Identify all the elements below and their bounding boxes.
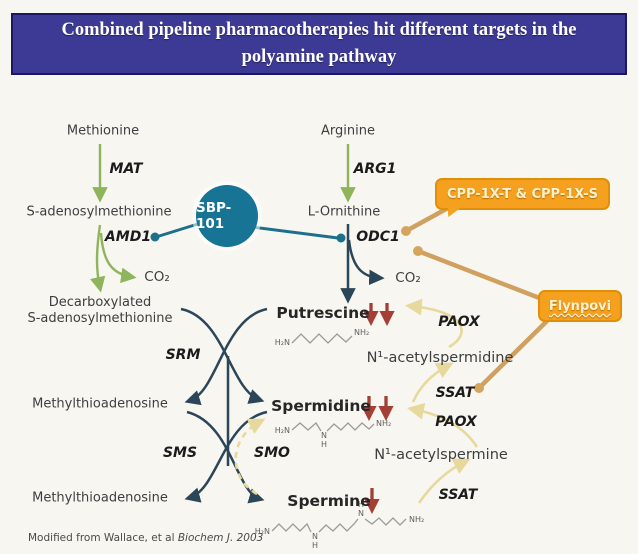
- dot-cpp-odc1: [401, 226, 411, 236]
- drug-sbp-101-label: SBP-101: [196, 200, 232, 232]
- anabolic-green-arrows: [90, 144, 356, 293]
- metabolite-putrescine: Putrescine: [276, 304, 370, 322]
- spermine-skeleton-mid: [318, 518, 359, 533]
- enzyme-label-paox-mid: PAOX: [435, 414, 477, 430]
- enzyme-label-srm: SRM: [165, 347, 201, 363]
- figure-title: Combined pipeline pharmacotherapies hit …: [61, 20, 577, 67]
- metabolite-arginine: Arginine: [321, 123, 375, 139]
- spermidine-skeleton-left: [291, 422, 322, 432]
- spermine-skeleton-left: [271, 522, 312, 533]
- credit-prefix: Modified from Wallace, et al: [28, 532, 178, 544]
- source-credit: Modified from Wallace, et al Biochem J. …: [28, 532, 263, 544]
- drug-connector-dots: [401, 226, 484, 393]
- title-banner: Combined pipeline pharmacotherapies hit …: [11, 13, 627, 75]
- chem-label: H: [312, 541, 318, 550]
- arrow-acetylspermidine-to-putrescine: [404, 298, 463, 349]
- metabolite-spermidine: Spermidine: [271, 397, 371, 415]
- dot-flynpovi-odc1: [413, 246, 423, 256]
- arrow-dcsam-to-spermine: [186, 410, 265, 504]
- co2-label-left: CO₂: [144, 269, 170, 285]
- enzyme-label-amd1: AMD1: [104, 229, 152, 245]
- enzyme-label-ssat-top: SSAT: [435, 385, 475, 401]
- enzyme-label-odc1: ODC1: [356, 229, 400, 245]
- red-decrease-arrows: [361, 303, 395, 515]
- drug-connectors: [403, 205, 552, 391]
- line-flynpovi-to-odc1: [415, 248, 545, 302]
- arrow-spermine-to-acetylspermine: [417, 458, 471, 504]
- line-sbp101-to-amd1: [155, 221, 202, 239]
- metabolite-l-ornithine: L-Ornithine: [307, 204, 381, 220]
- dot-amd1-target: [150, 232, 160, 242]
- arrow-amd1-to-co2: [99, 232, 137, 284]
- metabolite-spermine: Spermine: [287, 492, 371, 510]
- drug-flynpovi-label: Flynpovi: [548, 298, 612, 314]
- arrow-spermidine-to-acetylspermidine: [411, 362, 454, 403]
- chem-label: NH₂: [354, 328, 369, 337]
- chem-label: NH₂: [376, 419, 391, 428]
- line-cpp-to-odc1: [403, 205, 451, 234]
- drug-cpp-1x: CPP-1X-T & CPP-1X-S: [435, 178, 610, 217]
- co2-label-right: CO₂: [395, 270, 421, 286]
- arrow-spermidine-to-mta: [184, 410, 268, 503]
- metabolite-methylthioadenosine-top: Methylthioadenosine: [32, 396, 168, 412]
- enzyme-label-smo: SMO: [254, 445, 290, 461]
- navy-pathway-arrows: [180, 224, 385, 504]
- drug-flynpovi: Flynpovi: [538, 290, 622, 322]
- enzyme-label-mat: MAT: [109, 161, 143, 177]
- drug-sbp-101: SBP-101: [196, 185, 258, 247]
- arrow-acetylspermine-to-spermidine: [407, 402, 479, 448]
- enzyme-label-paox-top: PAOX: [438, 314, 480, 330]
- chem-label: N: [321, 431, 327, 440]
- enzyme-label-ssat-bottom: SSAT: [438, 487, 478, 503]
- arrow-sam-to-dcsam: [90, 224, 106, 293]
- metabolite-n1-acetylspermine: N¹-acetylspermine: [374, 447, 508, 463]
- chem-label: H₂N: [275, 338, 290, 347]
- chem-structure-spermidine: H₂N N H NH₂: [275, 419, 391, 449]
- chem-label: N: [312, 532, 318, 541]
- enzyme-label-sms: SMS: [162, 445, 198, 461]
- chem-label: H₂N: [255, 527, 270, 536]
- dot-odc1-target: [336, 233, 346, 243]
- chem-label: NH₂: [409, 515, 424, 524]
- chem-structure-spermine: H₂N N H N H NH₂: [255, 500, 424, 550]
- arrow-smo-spermine-to-spermidine: [234, 418, 266, 496]
- spermine-skeleton-right: [364, 517, 407, 526]
- line-flynpovi-to-ssat: [476, 316, 552, 391]
- metabolite-s-adenosylmethionine: S-adenosylmethionine: [26, 204, 172, 220]
- chem-label: H: [321, 440, 327, 449]
- catabolic-yellow-arrows: [234, 298, 479, 504]
- sbp101-connectors: [150, 221, 346, 243]
- arrow-dcsam-to-spermidine: [180, 307, 265, 404]
- drug-cpp-1x-label: CPP-1X-T & CPP-1X-S: [446, 186, 599, 202]
- enzyme-label-arg1: ARG1: [353, 161, 397, 177]
- chem-label: H: [358, 500, 364, 509]
- credit-source: Biochem J. 2003: [177, 532, 264, 544]
- putrescine-skeleton: [291, 333, 353, 344]
- chem-label: N: [358, 509, 364, 518]
- arrow-putrescine-to-mta: [184, 307, 268, 406]
- dot-flynpovi-ssat: [474, 383, 484, 393]
- chem-label: H₂N: [275, 426, 290, 435]
- spermidine-skeleton-right: [326, 422, 375, 432]
- dcsam-line2: S-adenosylmethionine: [27, 311, 173, 326]
- metabolite-methylthioadenosine-bottom: Methylthioadenosine: [32, 490, 168, 506]
- line-sbp101-to-odc1: [251, 225, 339, 240]
- metabolite-methionine: Methionine: [66, 123, 140, 139]
- arrow-odc1-to-co2: [347, 239, 385, 286]
- dcsam-line1: Decarboxylated: [48, 295, 152, 310]
- metabolite-n1-acetylspermidine: N¹-acetylspermidine: [366, 350, 514, 366]
- metabolite-decarboxylated-sam: Decarboxylated S-adenosylmethionine: [27, 295, 172, 327]
- chem-structure-putrescine: H₂N NH₂: [275, 328, 369, 347]
